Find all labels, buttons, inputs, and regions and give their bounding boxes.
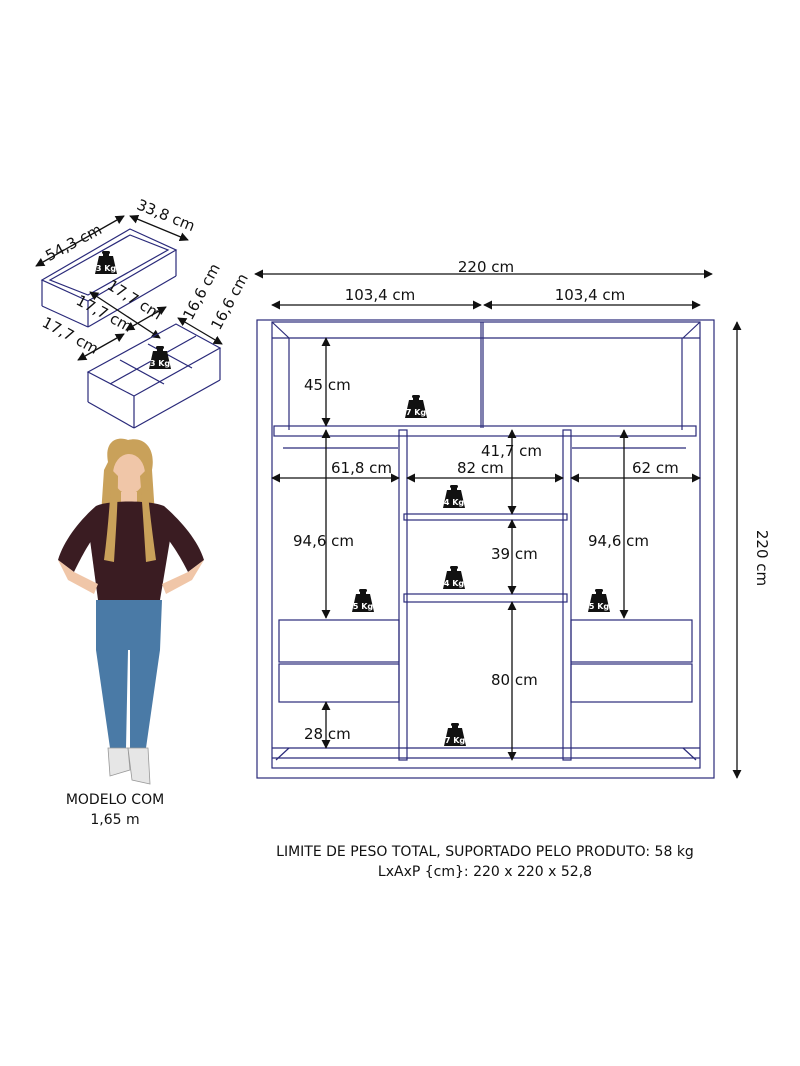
label-door-right: 103,4 cm (555, 286, 626, 304)
label-right-width: 62 cm (632, 459, 679, 477)
label-drawer-small-depth1: 17,7 cm (39, 313, 101, 358)
svg-text:3 Kg: 3 Kg (150, 359, 171, 368)
model-caption-line1: MODELO COM (65, 792, 165, 808)
weight-icon: 5 Kg (352, 589, 374, 612)
label-center-bottom: 80 cm (491, 671, 538, 689)
label-center-top: 41,7 cm (481, 442, 542, 460)
dimensions-text: LxAxP {cm}: 220 x 220 x 52,8 (377, 864, 593, 880)
label-door-left: 103,4 cm (345, 286, 416, 304)
label-left-hanging: 94,6 cm (293, 532, 354, 550)
weight-icon: 3 Kg (149, 346, 171, 369)
svg-text:3 Kg: 3 Kg (96, 264, 117, 273)
label-center-width: 82 cm (457, 459, 504, 477)
svg-text:4 Kg: 4 Kg (444, 498, 465, 507)
svg-text:7 Kg: 7 Kg (406, 408, 427, 417)
weight-icon: 5 Kg (588, 589, 610, 612)
svg-text:5 Kg: 5 Kg (589, 602, 610, 611)
weight-icon: 4 Kg (443, 485, 465, 508)
svg-text:5 Kg: 5 Kg (353, 602, 374, 611)
model-caption: MODELO COM 1,65 m (40, 790, 190, 830)
label-drawer-large-depth: 54,3 cm (42, 220, 104, 265)
wardrobe-outline (256, 319, 715, 779)
label-center-mid: 39 cm (491, 545, 538, 563)
label-drawer-large-width: 33,8 cm (134, 196, 197, 236)
drawer-small (86, 323, 222, 429)
label-bottom-niche: 28 cm (304, 725, 351, 743)
model-caption-line2: 1,65 m (90, 812, 140, 828)
weight-icon: 7 Kg (444, 723, 466, 746)
label-left-width: 61,8 cm (331, 459, 392, 477)
weight-icon: 4 Kg (443, 566, 465, 589)
label-total-width: 220 cm (458, 258, 514, 276)
weight-icon: 7 Kg (405, 395, 427, 418)
label-total-height: 220 cm (753, 530, 771, 586)
svg-text:4 Kg: 4 Kg (444, 579, 465, 588)
model-figure (58, 438, 204, 785)
label-top-niche: 45 cm (304, 376, 351, 394)
footer-caption: LIMITE DE PESO TOTAL, SUPORTADO PELO PRO… (230, 842, 740, 882)
svg-text:7 Kg: 7 Kg (445, 736, 466, 745)
weight-icon: 3 Kg (95, 251, 117, 274)
label-right-hanging: 94,6 cm (588, 532, 649, 550)
weight-limit-text: LIMITE DE PESO TOTAL, SUPORTADO PELO PRO… (276, 844, 694, 860)
